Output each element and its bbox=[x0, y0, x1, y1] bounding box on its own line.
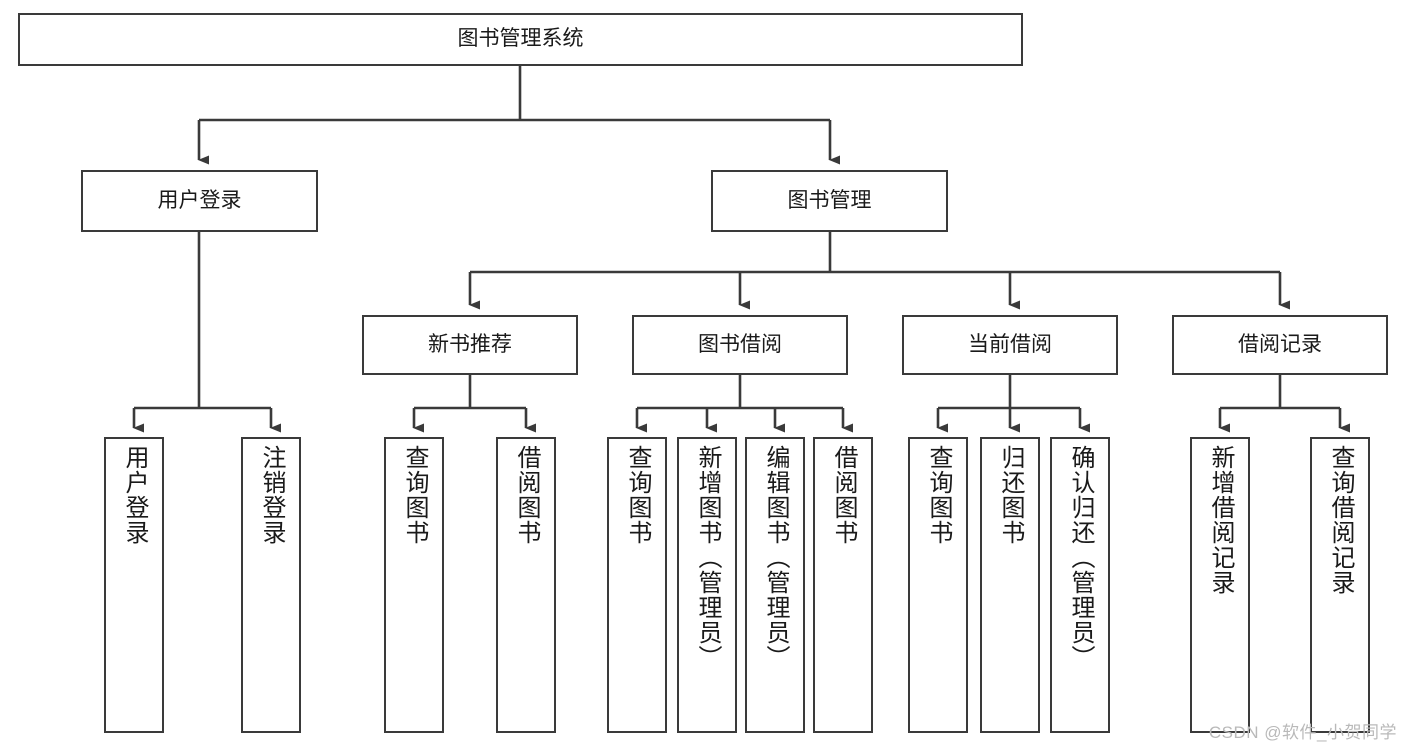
node-label: 查询图书 bbox=[401, 445, 428, 545]
node-book-borrow[interactable]: 图书借阅 bbox=[632, 315, 848, 375]
node-leaf-book-borrow-add[interactable]: 新增图书（管理员） bbox=[677, 437, 737, 733]
node-leaf-current-borrow-return[interactable]: 归还图书 bbox=[980, 437, 1040, 733]
node-label: 新增图书（管理员） bbox=[694, 445, 721, 670]
node-label: 归还图书 bbox=[997, 445, 1024, 545]
node-borrow-record[interactable]: 借阅记录 bbox=[1172, 315, 1388, 375]
node-leaf-user-login-signout[interactable]: 注销登录 bbox=[241, 437, 301, 733]
node-label: 新书推荐 bbox=[428, 332, 512, 356]
node-label: 当前借阅 bbox=[968, 332, 1052, 356]
node-leaf-book-borrow-lend[interactable]: 借阅图书 bbox=[813, 437, 873, 733]
node-label: 借阅记录 bbox=[1238, 332, 1322, 356]
node-new-book-recommend[interactable]: 新书推荐 bbox=[362, 315, 578, 375]
node-label: 用户登录 bbox=[121, 445, 148, 545]
node-label: 图书管理 bbox=[787, 188, 872, 212]
node-leaf-borrow-record-add[interactable]: 新增借阅记录 bbox=[1190, 437, 1250, 733]
node-leaf-borrow-record-query[interactable]: 查询借阅记录 bbox=[1310, 437, 1370, 733]
node-leaf-new-book-query[interactable]: 查询图书 bbox=[384, 437, 444, 733]
node-label: 编辑图书（管理员） bbox=[762, 445, 789, 670]
node-label: 图书借阅 bbox=[698, 332, 782, 356]
node-leaf-current-borrow-confirm-return[interactable]: 确认归还（管理员） bbox=[1050, 437, 1110, 733]
node-leaf-new-book-borrow[interactable]: 借阅图书 bbox=[496, 437, 556, 733]
node-label: 用户登录 bbox=[157, 188, 242, 212]
node-leaf-user-login-signin[interactable]: 用户登录 bbox=[104, 437, 164, 733]
node-label: 新增借阅记录 bbox=[1207, 445, 1234, 595]
node-leaf-book-borrow-query[interactable]: 查询图书 bbox=[607, 437, 667, 733]
node-leaf-current-borrow-query[interactable]: 查询图书 bbox=[908, 437, 968, 733]
node-label: 借阅图书 bbox=[830, 445, 857, 545]
node-user-login[interactable]: 用户登录 bbox=[81, 170, 318, 232]
node-label: 确认归还（管理员） bbox=[1067, 445, 1094, 670]
node-label: 注销登录 bbox=[258, 445, 285, 545]
node-current-borrow[interactable]: 当前借阅 bbox=[902, 315, 1118, 375]
node-label: 查询借阅记录 bbox=[1327, 445, 1354, 595]
node-label: 查询图书 bbox=[925, 445, 952, 545]
node-book-management[interactable]: 图书管理 bbox=[711, 170, 948, 232]
node-root-system[interactable]: 图书管理系统 bbox=[18, 13, 1023, 66]
csdn-watermark: CSDN @软件_小贺同学 bbox=[1208, 723, 1397, 742]
node-leaf-book-borrow-edit[interactable]: 编辑图书（管理员） bbox=[745, 437, 805, 733]
node-label: 借阅图书 bbox=[513, 445, 540, 545]
node-label: 图书管理系统 bbox=[457, 27, 584, 51]
node-label: 查询图书 bbox=[624, 445, 651, 545]
